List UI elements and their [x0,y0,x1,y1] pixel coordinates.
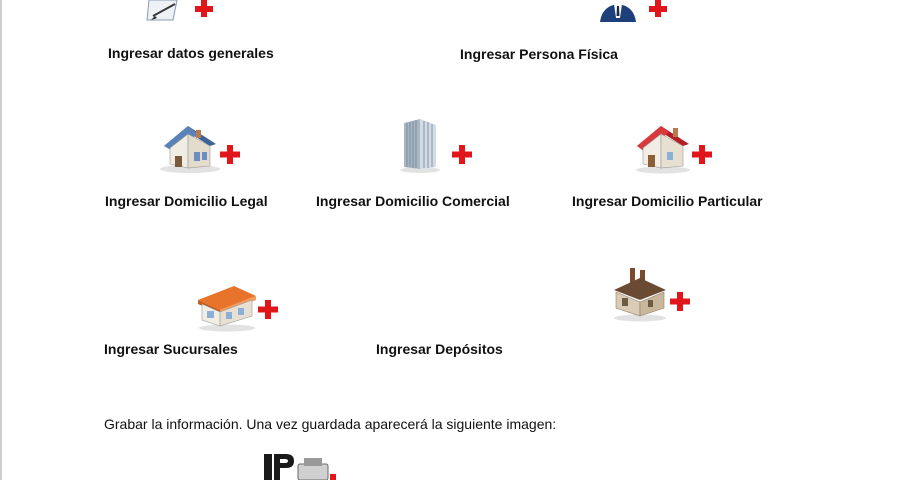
ingresar-persona-fisica-link[interactable]: Ingresar Persona Física [460,46,618,62]
depositos-plus-icon [670,292,690,311]
document-edit-icon[interactable] [143,0,199,22]
persona-fisica-plus-icon [648,0,668,18]
sucursales-plus-icon [258,300,278,319]
ingresar-domicilio-particular-link[interactable]: Ingresar Domicilio Particular [572,193,763,209]
ingresar-depositos-link[interactable]: Ingresar Depósitos [376,341,503,357]
domicilio-particular-plus-icon [692,145,712,164]
datos-generales-plus-icon [194,0,214,18]
ingresar-domicilio-legal-link[interactable]: Ingresar Domicilio Legal [105,193,268,209]
office-building-icon[interactable] [398,117,442,173]
ip-stamp-icon [264,452,344,480]
ingresar-domicilio-comercial-link[interactable]: Ingresar Domicilio Comercial [316,193,510,209]
person-icon[interactable] [598,0,648,22]
orange-house-icon[interactable] [196,278,258,332]
warehouse-icon[interactable] [612,266,668,322]
save-instruction-text: Grabar la información. Una vez guardada … [104,416,557,432]
page-left-border [0,0,2,480]
blue-house-icon[interactable] [158,122,222,174]
domicilio-comercial-plus-icon [452,145,472,164]
domicilio-legal-plus-icon [220,145,240,164]
ingresar-sucursales-link[interactable]: Ingresar Sucursales [104,341,238,357]
ingresar-datos-generales-link[interactable]: Ingresar datos generales [108,45,274,61]
red-house-icon[interactable] [633,122,693,174]
